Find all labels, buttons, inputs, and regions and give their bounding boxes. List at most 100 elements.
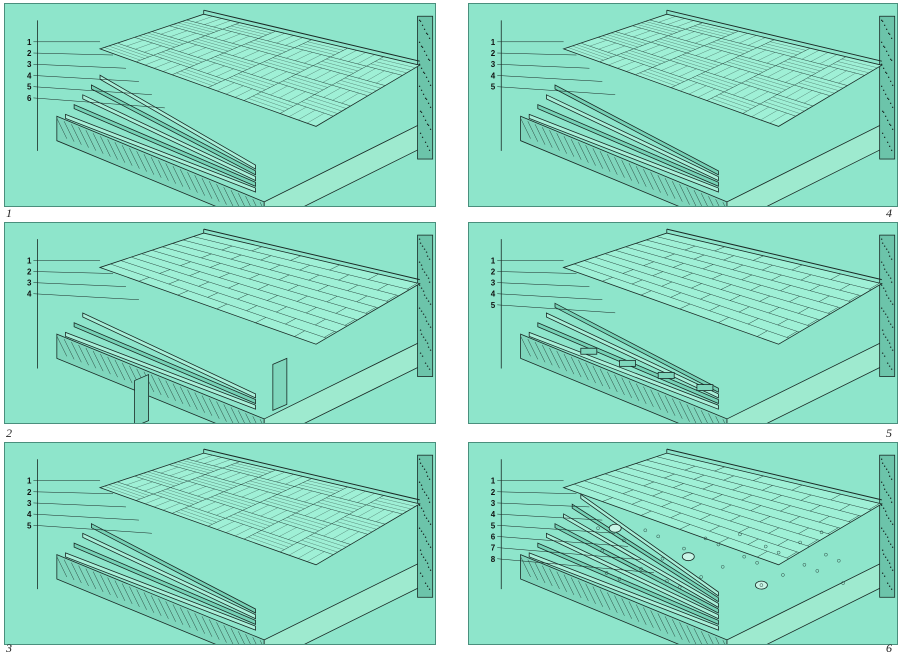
layer-edge [563, 513, 719, 609]
heating-pipe [608, 523, 622, 533]
floor-pattern [104, 16, 416, 124]
layer-edge [528, 331, 719, 410]
wall-stipple [418, 458, 432, 590]
wall-section [879, 15, 896, 160]
layer-label-3: 3 [27, 279, 32, 288]
floor-section-drawing: 1 2 3 4 5 6 7 8 [491, 448, 896, 644]
slab-hatching [520, 556, 726, 644]
layer-edge [82, 532, 256, 620]
panel-number: 1 [6, 206, 12, 220]
slab-side-face [263, 121, 425, 206]
layer-label-4: 4 [27, 290, 32, 299]
slab-side-face [726, 121, 887, 206]
floor-pattern [567, 16, 878, 124]
label-leader [33, 86, 152, 95]
layer-label-1: 1 [27, 38, 32, 47]
label-leader [33, 52, 114, 56]
layer-edge [580, 493, 719, 597]
layer-label-2: 2 [491, 49, 496, 58]
layer-edge [546, 94, 719, 182]
layer-label-2: 2 [27, 268, 32, 277]
layer-label-5: 5 [491, 301, 496, 310]
wall-stipple [418, 19, 432, 152]
layer-edge [73, 542, 256, 626]
slab-hatching [56, 118, 263, 206]
label-leader [33, 271, 114, 274]
layer-label-2: 2 [27, 488, 32, 497]
label-leader [497, 271, 577, 274]
slab-side-face [726, 339, 887, 423]
layer-edge [554, 302, 719, 393]
skirting-board [666, 228, 882, 281]
label-leader [497, 63, 590, 69]
layer-label-1: 1 [491, 38, 496, 47]
wall-stipple [880, 458, 894, 590]
slab-front-face [520, 554, 728, 644]
layer-label-4: 4 [27, 71, 32, 80]
label-leader [497, 75, 603, 82]
label-leader [497, 502, 590, 508]
layer-edge [537, 104, 719, 187]
slab-front-face [520, 115, 728, 206]
floor-surface [98, 13, 421, 127]
layer-label-2: 2 [491, 488, 496, 497]
layer-label-8: 8 [491, 555, 496, 564]
label-leader [497, 525, 616, 534]
wall-stipple [880, 238, 894, 370]
layer-edge [537, 542, 719, 626]
slab-hatching [56, 556, 263, 644]
layer-label-3: 3 [491, 279, 496, 288]
wall-section [417, 15, 434, 160]
label-leader [33, 97, 165, 109]
panel-5: 1 2 3 4 5 [468, 222, 898, 424]
layer-label-1: 1 [491, 477, 496, 486]
slab-front-face [56, 115, 265, 206]
batten [619, 359, 636, 367]
floor-pattern [573, 236, 880, 339]
layer-label-4: 4 [491, 290, 496, 299]
layer-label-4: 4 [491, 71, 496, 80]
label-leader [497, 547, 642, 560]
wall-stipple [880, 19, 894, 152]
layer-label-2: 2 [491, 268, 496, 277]
layer-edge [82, 312, 256, 399]
label-leader [497, 536, 629, 547]
wall-section [417, 234, 434, 377]
layer-edge [65, 113, 256, 193]
slab-side-face [263, 339, 425, 423]
label-leader [33, 513, 139, 521]
slab-front-face [56, 554, 265, 644]
floor-surface [562, 13, 883, 127]
label-leader [497, 282, 590, 287]
label-leader [497, 52, 577, 56]
layer-label-6: 6 [491, 532, 496, 541]
panel-number: 3 [6, 641, 12, 655]
label-leader [497, 86, 616, 95]
layer-label-4: 4 [491, 510, 496, 519]
skirting-board [203, 448, 420, 501]
label-leader [497, 293, 603, 300]
layer-label-7: 7 [491, 544, 496, 553]
batten [657, 372, 675, 379]
layer-label-6: 6 [27, 94, 32, 103]
layer-edge [73, 104, 256, 187]
layer-label-1: 1 [491, 256, 496, 265]
layer-edge [528, 552, 719, 631]
skirting-board [666, 448, 882, 501]
layer-edge [73, 322, 256, 405]
layer-edge [528, 113, 719, 193]
label-leader [33, 502, 126, 508]
layer-label-5: 5 [491, 521, 496, 530]
panel-number: 4 [886, 206, 892, 220]
label-leader [33, 75, 139, 82]
layer-label-3: 3 [491, 499, 496, 508]
label-leader [33, 282, 126, 287]
layer-label-2: 2 [27, 49, 32, 58]
heating-pipe [681, 552, 695, 562]
skirting-board [666, 9, 882, 62]
panel-number: 2 [6, 426, 12, 440]
wall-section [417, 454, 434, 598]
